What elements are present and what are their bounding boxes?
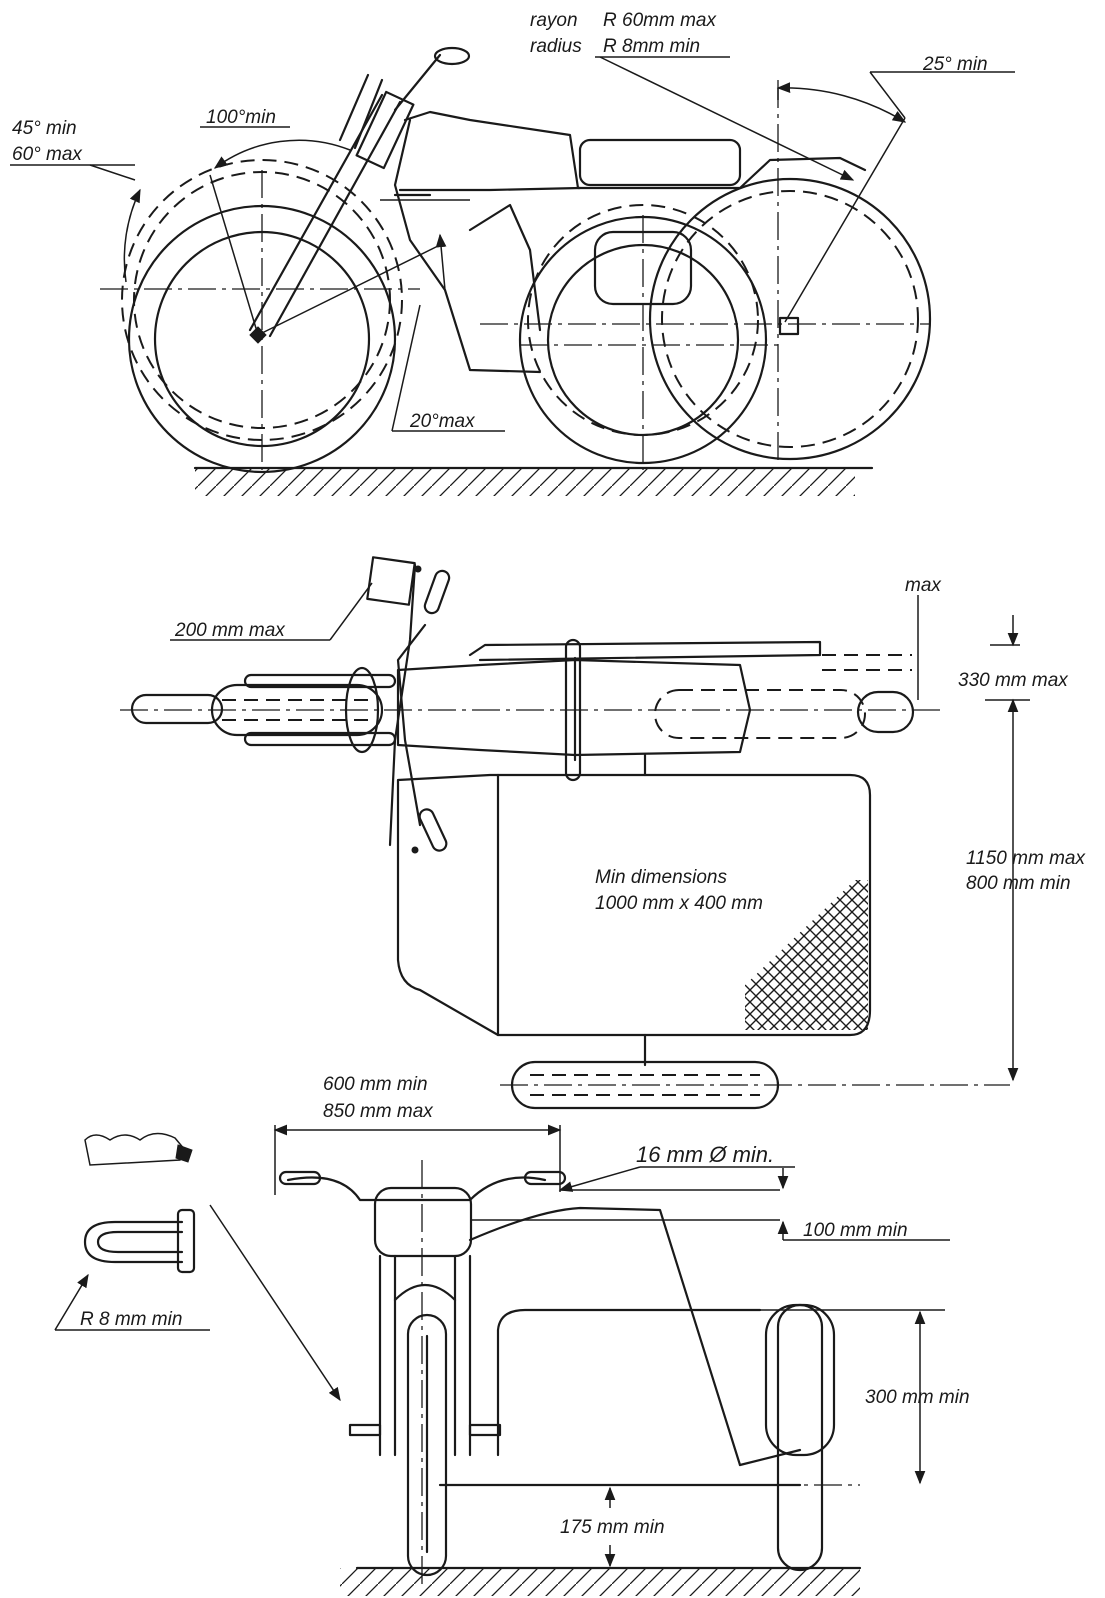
front-ground bbox=[340, 1566, 862, 1596]
side-mirror bbox=[393, 46, 471, 112]
sidecar-wheel-side bbox=[518, 204, 780, 470]
angle-front-min-label: 45° min bbox=[12, 118, 77, 139]
platform-height-label: 300 mm min bbox=[865, 1387, 970, 1408]
shackle-detail bbox=[54, 1132, 341, 1402]
top-handlebar bbox=[366, 556, 451, 854]
sidecar-front bbox=[438, 1206, 860, 1572]
side-view: rayon R 60mm max radius R 8mm min 25° mi… bbox=[10, 10, 1015, 496]
platform-label-line2: 1000 mm x 400 mm bbox=[595, 893, 763, 914]
angle-front-max-label: 60° max bbox=[12, 144, 83, 165]
top-view: 200 mm max max 330 mm max 1150 mm max 80… bbox=[120, 556, 1086, 1110]
front-handlebar bbox=[278, 1170, 567, 1258]
radius-value: R 8mm min bbox=[603, 36, 700, 57]
top-body bbox=[120, 638, 940, 782]
rayon-label: rayon bbox=[530, 10, 578, 31]
width-max-label: 850 mm max bbox=[323, 1101, 434, 1122]
front-dimension-lines bbox=[273, 1124, 950, 1568]
shackle-radius-label: R 8 mm min bbox=[80, 1309, 182, 1330]
side-ground bbox=[193, 466, 874, 496]
rayon-value: R 60mm max bbox=[603, 10, 717, 31]
rear-wheel bbox=[480, 80, 932, 465]
radius-label: radius bbox=[530, 36, 582, 57]
front-view: 600 mm min 850 mm max 16 mm Ø min. 100 m… bbox=[54, 1074, 970, 1596]
grip-diameter-label: 16 mm Ø min. bbox=[636, 1142, 774, 1167]
side-dimension-lines bbox=[10, 56, 1015, 432]
sidecar-platform-top bbox=[396, 753, 1010, 1110]
angle-lower-label: 20°max bbox=[409, 411, 476, 432]
max-word-label: max bbox=[905, 575, 942, 596]
track-min-label: 800 mm min bbox=[966, 873, 1071, 894]
motorcycle-body bbox=[380, 110, 867, 374]
angle-steer-label: 100°min bbox=[206, 107, 276, 128]
width-min-label: 600 mm min bbox=[323, 1074, 428, 1095]
front-fork bbox=[209, 73, 441, 344]
grip-height-label: 100 mm min bbox=[803, 1220, 908, 1241]
front-fork-wheel bbox=[348, 1160, 502, 1590]
ground-clearance-label: 175 mm min bbox=[560, 1517, 665, 1538]
mirror-limit-label: 200 mm max bbox=[174, 620, 286, 641]
handlebar-offset-label: 330 mm max bbox=[958, 670, 1069, 691]
track-max-label: 1150 mm max bbox=[966, 848, 1086, 869]
top-dimension-lines bbox=[170, 582, 1030, 1082]
platform-label-line1: Min dimensions bbox=[595, 867, 727, 888]
front-wheel bbox=[100, 159, 420, 474]
angle-rear-label: 25° min bbox=[922, 54, 988, 75]
